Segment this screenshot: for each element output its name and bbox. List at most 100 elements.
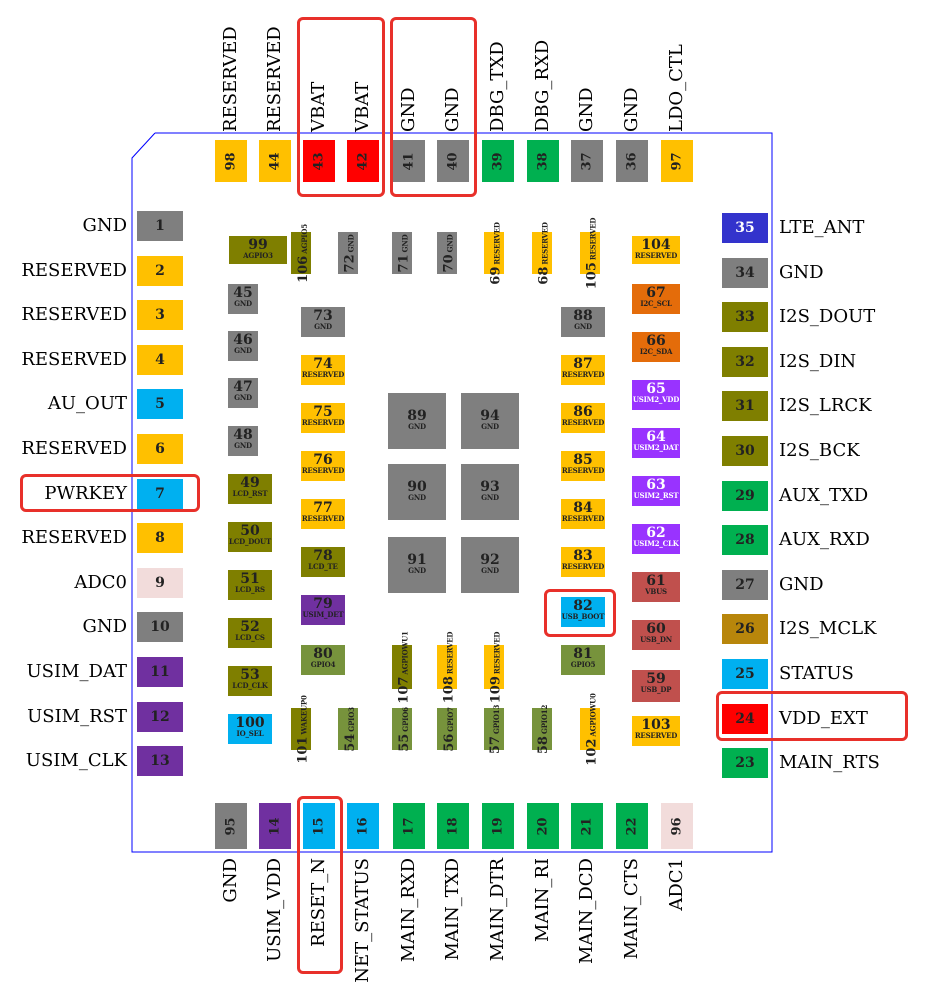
pad-function: GND <box>234 299 252 308</box>
pad-68: 68RESERVED <box>532 222 552 284</box>
pad-number: 91 <box>407 552 427 568</box>
pad-108: 108RESERVED <box>437 631 457 703</box>
pad-number: 93 <box>480 479 500 495</box>
pad-number: 46 <box>233 332 253 348</box>
pad-number: 79 <box>313 596 333 612</box>
pad-number: 67 <box>646 285 666 301</box>
pad-function: USB_DP <box>640 685 672 694</box>
pin-label-adc0: ADC0 <box>74 571 127 593</box>
pin-40: 40 <box>437 140 469 182</box>
pin-35: 35 <box>722 213 768 243</box>
pad-57: 57GPIO13 <box>484 704 504 754</box>
pin-label-gnd: GND <box>779 573 824 595</box>
pad-text: 70GND <box>438 234 457 272</box>
pin-21: 21 <box>571 803 603 849</box>
pad-function: USIM2_VDD <box>632 395 680 404</box>
pad-function: GND <box>481 566 499 575</box>
pin-label-gnd: GND <box>220 858 241 903</box>
pin-number: 25 <box>735 666 755 682</box>
pad-54: 54GPIO3 <box>338 707 358 752</box>
pin-number: 6 <box>155 441 165 457</box>
pin-number: 27 <box>735 576 755 593</box>
pad-number: 69 <box>488 266 504 285</box>
pin-17: 17 <box>393 803 425 849</box>
pad-109: 109RESERVED <box>484 631 504 703</box>
pad-number: 54 <box>342 733 358 752</box>
pad-number: 103 <box>641 717 671 733</box>
pin-number: 29 <box>735 487 755 504</box>
pad-function: GND <box>234 346 252 355</box>
pin-20: 20 <box>527 803 559 849</box>
pad-text: 56GPIO7 <box>438 707 457 752</box>
pin-number: 23 <box>735 755 755 772</box>
pad-70: 70GND <box>437 232 457 274</box>
pad-function: RESERVED <box>445 631 455 674</box>
pin-44: 44 <box>259 140 291 182</box>
pin-label-vdd-ext: VDD_EXT <box>779 707 868 729</box>
pad-text: 57GPIO13 <box>485 704 504 753</box>
pin-7: 7 <box>137 478 183 509</box>
pin-2: 2 <box>137 255 183 286</box>
pad-function: GND <box>481 493 499 502</box>
pin-97: 97 <box>661 140 693 182</box>
pin-label-lte-ant: LTE_ANT <box>779 217 865 238</box>
pad-number: 57 <box>488 735 504 754</box>
pad-function: RESERVED <box>634 731 678 740</box>
pin-label-dbg-rxd: DBG_RXD <box>532 39 553 132</box>
pin-label-main-cts: MAIN_CTS <box>621 858 642 960</box>
pin-number: 16 <box>355 816 371 836</box>
pad-function: AGPIO5 <box>299 223 309 254</box>
pin-label-reserved: RESERVED <box>21 348 127 370</box>
pin-18: 18 <box>437 803 469 849</box>
pad-number: 109 <box>488 675 504 703</box>
pad-56: 56GPIO7 <box>437 707 457 752</box>
pad-text: 101WAKEUP0 <box>292 695 311 763</box>
pad-number: 70 <box>441 253 457 272</box>
pad-number: 56 <box>441 733 457 752</box>
pad-number: 71 <box>396 253 412 272</box>
pin-label-reserved: RESERVED <box>220 26 241 132</box>
pin-36: 36 <box>616 140 648 182</box>
pin-number: 98 <box>223 151 239 171</box>
pin-14: 14 <box>259 803 291 849</box>
pad-number: 72 <box>342 253 358 272</box>
pad-function: USIM2_CLK <box>633 539 679 548</box>
pad-function: USIM2_RST <box>633 491 679 500</box>
pad-function: USB_DN <box>640 635 672 644</box>
pad-text: 54GPIO3 <box>339 707 358 752</box>
pin-98: 98 <box>215 140 247 182</box>
pin-label-main-rxd: MAIN_RXD <box>398 858 419 963</box>
pad-number: 83 <box>573 548 593 564</box>
pad-text: 72GND <box>339 234 358 272</box>
pin-label-usim-vdd: USIM_VDD <box>264 858 285 962</box>
pin-15: 15 <box>303 803 335 849</box>
pad-function: GPIO13 <box>492 704 502 734</box>
highlight-pwrkey <box>20 474 200 512</box>
highlight-reset-n <box>297 796 343 974</box>
pad-text: 107AGPIOWU1 <box>393 631 412 703</box>
pin-25: 25 <box>722 659 768 689</box>
highlight-vdd-ext <box>716 691 908 741</box>
pin-label-aux-rxd: AUX_RXD <box>779 529 870 551</box>
pin-label-reserved: RESERVED <box>21 304 127 326</box>
pin-8: 8 <box>137 523 183 554</box>
pad-text: 102AGPIOWU0 <box>581 693 600 765</box>
pad-number: 73 <box>313 308 333 324</box>
pad-text: 105RESERVED <box>581 217 600 289</box>
pad-function: LCD_TE <box>308 562 338 571</box>
pad-function: USIM_DET <box>302 610 344 619</box>
pin-number: 21 <box>579 816 595 836</box>
